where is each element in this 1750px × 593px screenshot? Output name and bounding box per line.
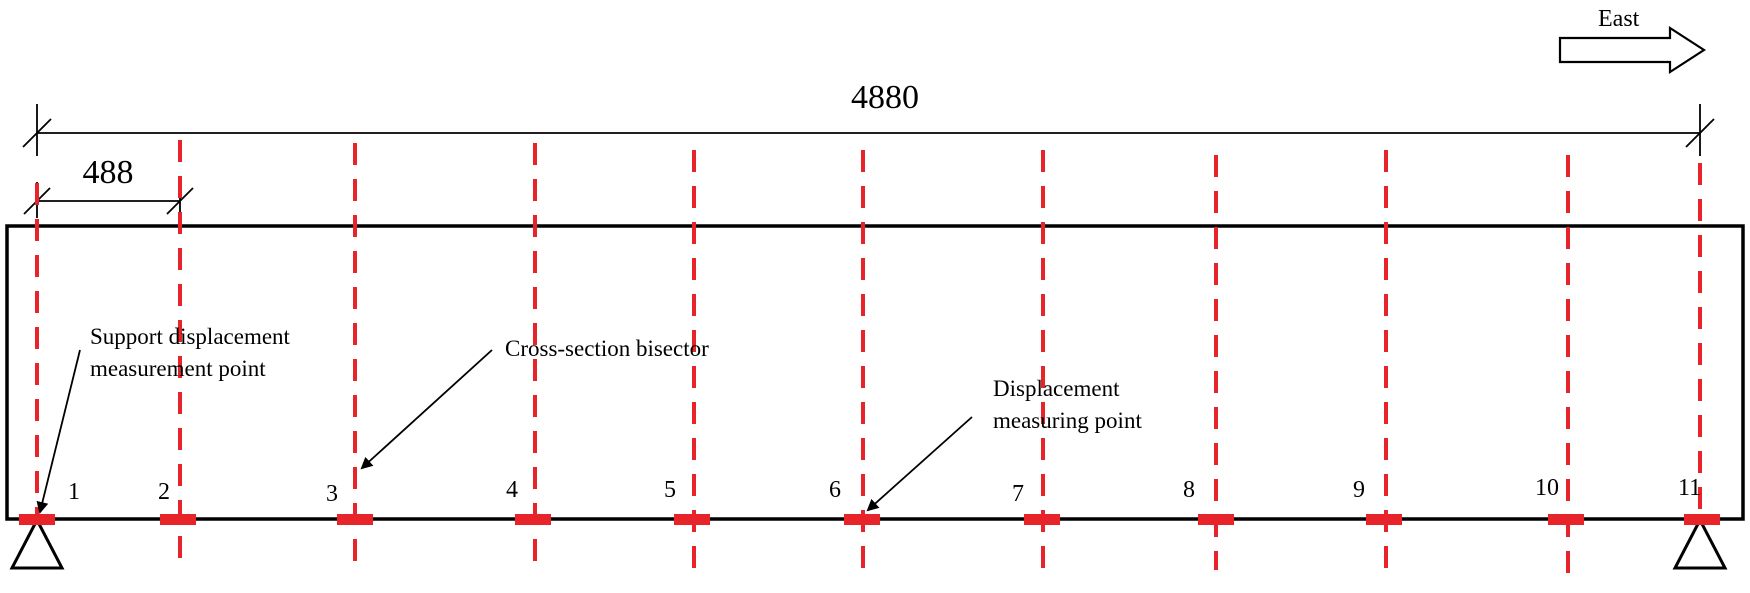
- displacement-label-line1: Displacement: [993, 376, 1120, 401]
- support-label-line1: Support displacement: [90, 324, 291, 349]
- support-annotation: [36, 349, 81, 514]
- displacement-annotation: [866, 416, 973, 512]
- point-label-1: 1: [68, 479, 80, 505]
- segment-length-label: 488: [83, 154, 134, 191]
- point-label-9: 9: [1353, 477, 1365, 503]
- measuring-point-2: [160, 514, 196, 525]
- point-label-11: 11: [1678, 475, 1701, 501]
- measuring-point-11: [1684, 514, 1720, 525]
- displacement-label-line2: measuring point: [993, 408, 1142, 433]
- measuring-point-5: [674, 514, 710, 525]
- point-label-3: 3: [326, 481, 338, 507]
- east-direction-arrow: [1558, 25, 1707, 75]
- measuring-point-8: [1198, 514, 1234, 525]
- left-support-triangle: [9, 516, 65, 570]
- support-label-line2: measurement point: [90, 356, 266, 381]
- bisector-label: Cross-section bisector: [505, 336, 709, 361]
- measuring-point-9: [1366, 514, 1402, 525]
- measuring-point-4: [515, 514, 551, 525]
- measuring-points: [19, 514, 1720, 525]
- point-label-8: 8: [1183, 477, 1195, 503]
- point-label-5: 5: [664, 477, 676, 503]
- bisector-annotation: [360, 349, 493, 470]
- direction-label: East: [1598, 6, 1640, 32]
- beam-outline: [5, 224, 1745, 521]
- point-label-7: 7: [1012, 481, 1024, 507]
- point-label-4: 4: [506, 477, 518, 503]
- point-labels: 1 2 3 4 5 6 7 8 9 10 11: [68, 475, 1701, 507]
- point-label-6: 6: [829, 477, 841, 503]
- measuring-point-7: [1024, 514, 1060, 525]
- total-dimension-line: [22, 104, 1715, 156]
- cross-section-bisectors: [35, 140, 1702, 580]
- point-label-10: 10: [1535, 475, 1559, 501]
- total-length-label: 4880: [851, 79, 919, 116]
- measuring-point-3: [337, 514, 373, 525]
- point-label-2: 2: [158, 479, 170, 505]
- right-support-triangle: [1672, 516, 1728, 570]
- measuring-point-10: [1548, 514, 1584, 525]
- measuring-point-1: [19, 514, 55, 525]
- measuring-point-6: [844, 514, 880, 525]
